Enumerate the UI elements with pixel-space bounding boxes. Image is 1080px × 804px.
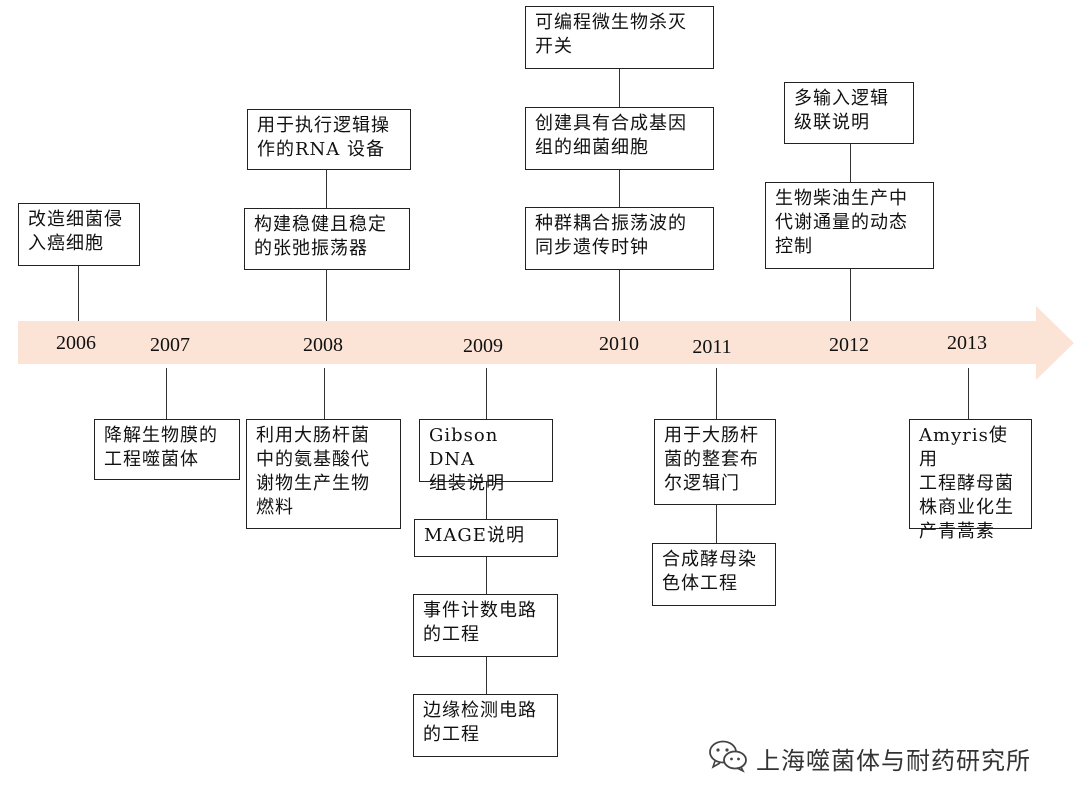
year-label-2006: 2006 — [56, 332, 96, 354]
connector-2010-top — [619, 68, 620, 321]
event-box-2012-logic-cascade: 多输入逻辑 级联说明 — [784, 82, 914, 144]
event-box-2013-amyris-artemisinin: Amyris使用 工程酵母菌 株商业化生 产青蒿素 — [909, 419, 1032, 542]
event-box-2007-biofilm-phage: 降解生物膜的 工程噬菌体 — [94, 419, 240, 480]
event-box-2010-synthetic-genome: 创建具有合成基因 组的细菌细胞 — [525, 107, 714, 170]
event-box-2006-tumor-invasion: 改造细菌侵 入癌细胞 — [18, 203, 140, 266]
year-label-2008: 2008 — [303, 334, 343, 356]
wechat-icon — [708, 739, 748, 777]
year-label-2007: 2007 — [150, 334, 190, 356]
event-box-2009-event-counter: 事件计数电路 的工程 — [413, 594, 558, 657]
timeline-arrow-shape — [18, 306, 1074, 380]
connector-2013-bottom — [968, 368, 969, 420]
connector-2008-bottom — [324, 368, 325, 420]
year-label-2013: 2013 — [947, 332, 987, 354]
event-box-2010-kill-switch: 可编程微生物杀灭 开关 — [525, 6, 714, 69]
year-label-2010: 2010 — [599, 333, 639, 355]
event-box-2010-genetic-clock: 种群耦合振荡波的 同步遗传时钟 — [525, 207, 714, 270]
event-box-2008-biofuel: 利用大肠杆菌 中的氨基酸代 谢物生产生物 燃料 — [246, 419, 401, 529]
year-label-2012: 2012 — [829, 334, 869, 356]
event-box-2011-yeast-chromosome: 合成酵母染 色体工程 — [652, 543, 776, 606]
connector-2007 — [166, 368, 167, 420]
event-box-2009-mage: MAGE说明 — [414, 519, 558, 557]
event-box-2008-relaxation-oscillator: 构建稳健且稳定 的张弛振荡器 — [244, 208, 410, 270]
watermark-text: 上海噬菌体与耐药研究所 — [756, 746, 1031, 775]
event-box-2009-gibson-assembly: Gibson DNA 组装说明 — [419, 419, 553, 494]
year-label-2011: 2011 — [692, 336, 732, 358]
event-box-2008-rna-logic-device: 用于执行逻辑操 作的RNA 设备 — [247, 109, 411, 170]
event-box-2012-biodiesel-control: 生物柴油生产中 代谢通量的动态 控制 — [765, 182, 934, 269]
year-label-2009: 2009 — [463, 335, 503, 357]
connector-2006 — [78, 265, 79, 321]
event-box-2009-edge-detection: 边缘检测电路 的工程 — [413, 694, 558, 757]
watermark: 上海噬菌体与耐药研究所 — [708, 738, 1031, 778]
event-box-2011-boolean-logic-gates: 用于大肠杆 菌的整套布 尔逻辑门 — [654, 419, 776, 505]
